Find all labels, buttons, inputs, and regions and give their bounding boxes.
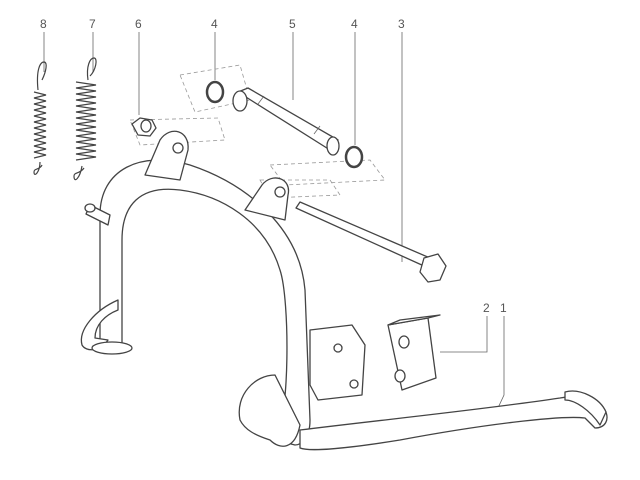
nut-6	[131, 117, 157, 137]
spring-8	[33, 61, 47, 175]
label-4b: 4	[351, 17, 358, 31]
label-2: 2	[483, 301, 490, 315]
label-3: 3	[398, 17, 405, 31]
label-8: 8	[40, 17, 47, 31]
label-7: 7	[89, 17, 96, 31]
washer-4b	[344, 145, 364, 169]
label-5: 5	[289, 17, 296, 31]
center-stand-1	[80, 130, 608, 451]
spring-7	[73, 57, 97, 181]
label-4a: 4	[211, 17, 218, 31]
bolt-3	[295, 201, 447, 283]
bracket-2	[387, 314, 441, 391]
washer-4a	[205, 80, 225, 104]
label-6: 6	[135, 17, 142, 31]
pin-5	[232, 87, 340, 156]
label-1: 1	[500, 301, 507, 315]
